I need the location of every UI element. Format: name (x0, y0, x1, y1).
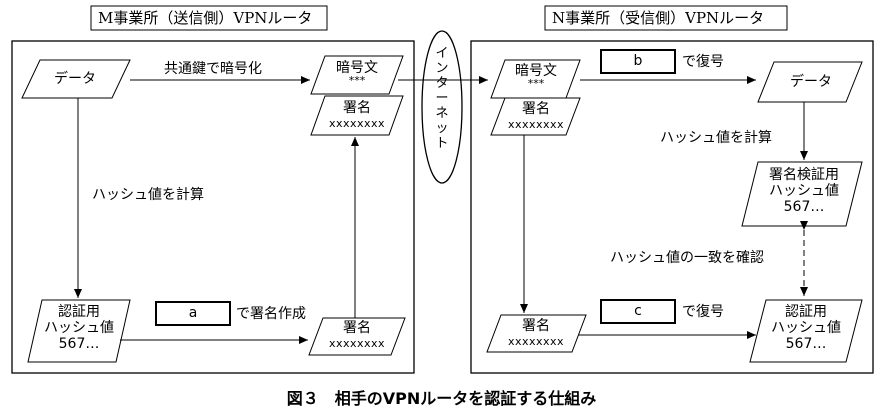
receiver-signature2-shape (486, 314, 587, 353)
receiver-decrypt-label: で復号 (682, 54, 724, 70)
receiver-auth-hash-text: 認証用 ハッシュ値 567… (758, 304, 854, 352)
internet-char: ッ (435, 121, 449, 136)
receiver-signature2-value: xxxxxxxx (507, 335, 565, 348)
receiver-signature-shape (490, 97, 581, 136)
receiver-signature-text: 署名 xxxxxxxx (498, 101, 574, 133)
receiver-match-label: ハッシュ値の一致を確認 (610, 250, 764, 266)
internet-char: イ (435, 46, 449, 61)
receiver-auth-hash-line1: 認証用 (785, 304, 827, 320)
receiver-data-label: データ (790, 74, 832, 90)
receiver-verify-hash-line3: 567… (783, 199, 825, 215)
receiver-router-frame (470, 40, 874, 374)
sender-ciphertext-stars: *** (348, 74, 366, 87)
sender-auth-hash-text: 認証用 ハッシュ値 567… (34, 304, 124, 352)
sender-signature2-text: 署名 xxxxxxxx (316, 320, 398, 352)
box-a (155, 301, 231, 326)
sender-ciphertext-title: 暗号文 (336, 60, 378, 76)
sender-sign-create-label: で署名作成 (236, 306, 306, 322)
box-b-label: b (633, 53, 643, 69)
sender-signature-title: 署名 (343, 100, 371, 116)
sender-auth-hash-line1: 認証用 (58, 304, 100, 320)
receiver-ciphertext-title: 暗号文 (515, 63, 557, 79)
sender-title-box (90, 5, 328, 31)
internet-char: ト (435, 136, 449, 151)
sender-router-frame (11, 40, 415, 374)
box-b (600, 49, 676, 74)
receiver-auth-hash-shape (749, 299, 863, 363)
sender-signature-text: 署名 xxxxxxxx (318, 100, 396, 132)
internet-char: タ (435, 76, 449, 91)
internet-char: ン (435, 61, 449, 76)
sender-data-shape (21, 59, 131, 99)
receiver-verify-hash-text: 署名検証用 ハッシュ値 567… (752, 167, 856, 215)
receiver-ciphertext-text: 暗号文 *** (498, 63, 574, 89)
box-a-label: a (188, 305, 198, 321)
receiver-auth-hash-line2: ハッシュ値 (771, 320, 841, 336)
receiver-verify-hash-line2: ハッシュ値 (769, 183, 839, 199)
box-c (600, 299, 676, 324)
internet-char: ー (435, 91, 449, 106)
internet-label: イ ン タ ー ネ ッ ト (433, 46, 451, 151)
receiver-hash-label: ハッシュ値を計算 (660, 130, 772, 146)
box-c-label: c (634, 303, 642, 319)
sender-signature2-shape (308, 317, 406, 356)
receiver-signature-title: 署名 (522, 101, 550, 117)
receiver-ciphertext-stars: *** (527, 77, 545, 90)
sender-signature2-title: 署名 (343, 320, 371, 336)
receiver-decrypt2-label: で復号 (682, 304, 724, 320)
receiver-data-shape (757, 61, 863, 103)
sender-data-label: データ (54, 71, 96, 87)
sender-encrypt-label: 共通鍵で暗号化 (164, 61, 262, 77)
sender-signature-shape (310, 95, 404, 136)
figure-caption: 図３ 相手のVPNルータを認証する仕組み (286, 389, 597, 408)
sender-ciphertext-shape (310, 55, 404, 95)
internet-ellipse (421, 30, 463, 184)
receiver-title: N事業所（受信側）VPNルータ (552, 9, 765, 27)
receiver-title-box (544, 5, 788, 31)
internet-char: ネ (435, 106, 449, 121)
receiver-verify-hash-shape (741, 161, 863, 227)
sender-ciphertext-text: 暗号文 *** (318, 60, 396, 86)
sender-title: M事業所（送信側）VPNルータ (98, 9, 313, 27)
sender-signature-value: xxxxxxxx (328, 117, 386, 130)
sender-auth-hash-shape (27, 299, 131, 363)
sender-hash-label: ハッシュ値を計算 (92, 187, 204, 203)
receiver-signature2-text: 署名 xxxxxxxx (494, 318, 578, 350)
sender-signature2-value: xxxxxxxx (328, 337, 386, 350)
receiver-signature-value: xxxxxxxx (507, 118, 565, 131)
sender-auth-hash-line3: 567… (58, 336, 100, 352)
receiver-auth-hash-line3: 567… (785, 336, 827, 352)
receiver-verify-hash-line1: 署名検証用 (769, 167, 839, 183)
receiver-signature2-title: 署名 (522, 318, 550, 334)
sender-auth-hash-line2: ハッシュ値 (44, 320, 114, 336)
